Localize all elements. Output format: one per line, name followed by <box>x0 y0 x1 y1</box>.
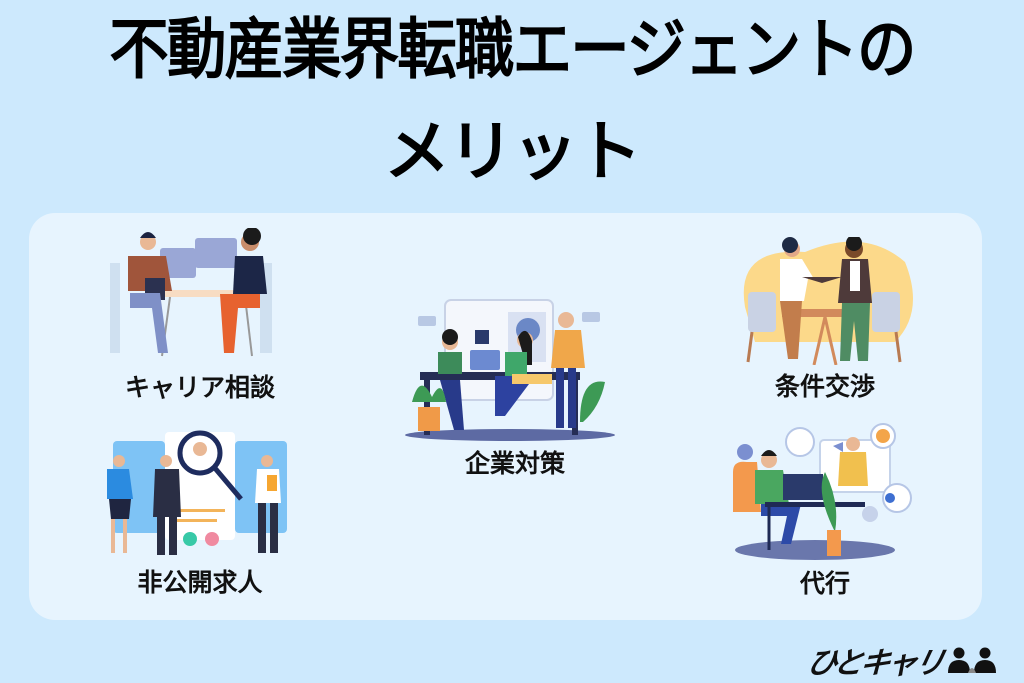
company-preparation-illustration-icon <box>405 299 615 441</box>
merit-condition-negotiation: 条件交渉 <box>730 237 920 402</box>
merit-label: キャリア相談 <box>124 373 275 402</box>
private-job-listings-illustration-icon <box>107 430 287 555</box>
merit-label: 非公開求人 <box>137 568 263 597</box>
condition-negotiation-illustration-icon <box>743 237 913 365</box>
merit-company-preparation: 企業対策 <box>400 292 630 482</box>
proxy-service-illustration-icon <box>733 423 912 560</box>
merit-private-job-listings: 非公開求人 <box>95 427 305 602</box>
career-consultation-illustration-icon <box>110 228 272 357</box>
merit-proxy-service: 代行 <box>725 422 925 598</box>
merit-label: 企業対策 <box>464 449 565 478</box>
merit-career-consultation: キャリア相談 <box>100 228 300 408</box>
people-icon <box>948 647 997 673</box>
merit-label: 条件交渉 <box>774 372 875 401</box>
page-title-line1: 不動産業界転職エージェントの <box>109 11 916 88</box>
merit-label: 代行 <box>799 569 850 598</box>
logo-text: ひとキャリ <box>803 646 946 681</box>
hitokyari-logo: ひとキャリ <box>804 640 998 681</box>
page-title-line2: メリット <box>384 113 642 190</box>
